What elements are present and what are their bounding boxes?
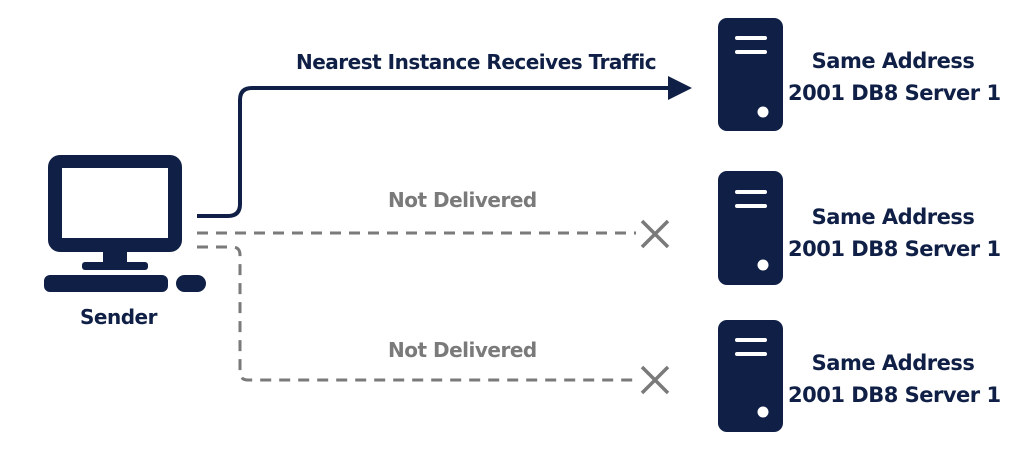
server-address-heading: Same Address (811, 205, 975, 229)
delivered-route-label: Nearest Instance Receives Traffic (296, 50, 657, 74)
server-tower-icon (718, 320, 783, 432)
monitor-base (82, 262, 148, 270)
cross-icon (640, 219, 670, 249)
sender-label: Sender (80, 305, 157, 329)
arrowhead-icon (668, 76, 692, 100)
server-label: Same Address 2001 DB8 Server 1 (788, 45, 1001, 109)
blocked-route-label-2: Not Delivered (388, 338, 537, 362)
server-address-value: 2001 DB8 Server 1 (788, 383, 1001, 407)
server-address-value: 2001 DB8 Server 1 (788, 237, 1001, 261)
server-tower-icon (718, 18, 783, 131)
server-address-heading: Same Address (811, 49, 975, 73)
server-tower-icon (718, 171, 783, 285)
keyboard (44, 275, 168, 292)
monitor-screen (62, 168, 168, 238)
server-address-value: 2001 DB8 Server 1 (788, 81, 1001, 105)
delivered-route-line (197, 86, 670, 218)
server-label: Same Address 2001 DB8 Server 1 (788, 347, 1001, 411)
server-label: Same Address 2001 DB8 Server 1 (788, 201, 1001, 265)
server-address-heading: Same Address (811, 351, 975, 375)
cross-icon (640, 365, 670, 395)
mouse (176, 275, 206, 292)
desktop-computer-icon (44, 155, 206, 292)
blocked-route-line-2 (197, 245, 636, 382)
blocked-route-label-1: Not Delivered (388, 188, 537, 212)
